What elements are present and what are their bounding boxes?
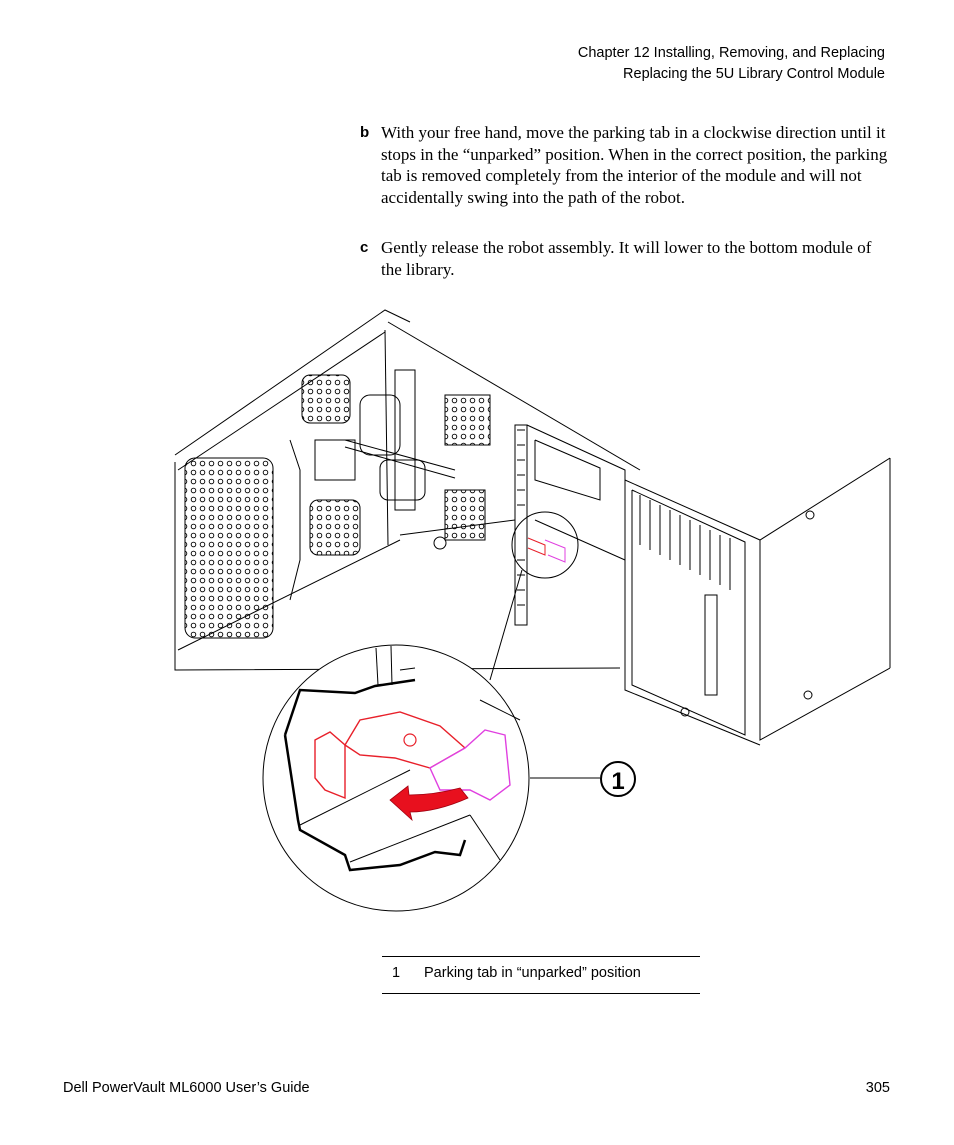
library-chassis: [174, 309, 891, 746]
parking-tab-small: [527, 537, 566, 563]
step-letter: c: [360, 239, 369, 256]
step-text: With your free hand, move the parking ta…: [381, 123, 888, 207]
running-header: Chapter 12 Installing, Removing, and Rep…: [578, 43, 885, 85]
step-text: Gently release the robot assembly. It wi…: [381, 238, 872, 279]
callout-1: 1: [600, 761, 636, 797]
page-number: 305: [865, 1080, 890, 1096]
step-letter: b: [360, 124, 370, 141]
chapter-title: Chapter 12 Installing, Removing, and Rep…: [577, 45, 885, 61]
section-title: Replacing the 5U Library Control Module: [623, 66, 885, 82]
callout-number: 1: [611, 768, 624, 795]
figure-legend: 1 Parking tab in “unparked” position: [382, 956, 700, 994]
legend-label: Parking tab in “unparked” position: [424, 965, 641, 981]
footer-title: Dell PowerVault ML6000 User’s Guide: [63, 1080, 310, 1096]
legend-number: 1: [392, 965, 401, 981]
magnified-detail: [262, 644, 600, 912]
library-module-illustration: 1: [174, 309, 891, 912]
